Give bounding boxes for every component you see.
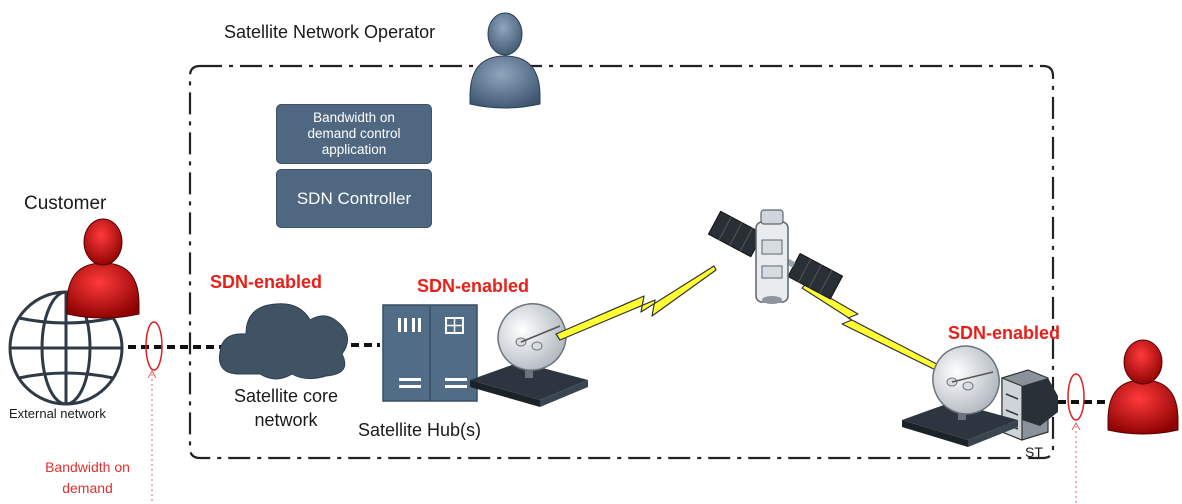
external-network-label: External network [9, 406, 106, 421]
interface-marker-customer [145, 321, 163, 371]
sdn-controller-label: SDN Controller [296, 188, 412, 208]
satellite-icon [707, 209, 844, 304]
st-label: ST [1025, 444, 1043, 460]
downlink-beam [801, 283, 957, 379]
bod-control-app-label: Bandwidth on demand control application [307, 110, 401, 157]
hub-label: Satellite Hub(s) [358, 420, 482, 440]
interface-marker-st [1067, 373, 1085, 421]
st-dish-icon [902, 345, 1018, 447]
sdn-enabled-core-label: SDN-enabled [210, 272, 323, 292]
operator-domain-boundary [188, 64, 1055, 460]
operator-label: Satellite Network Operator [224, 22, 436, 42]
core-network-label: Satellite core network [233, 386, 339, 430]
customer-user-icon [66, 218, 140, 319]
customer-label: Customer [24, 193, 107, 214]
sdn-controller-box: SDN Controller [276, 169, 432, 228]
bod-control-app-box: Bandwidth on demand control application [276, 104, 432, 164]
sdn-enabled-st-label: SDN-enabled [948, 323, 1061, 343]
st-user-icon [1107, 339, 1179, 435]
globe-icon [8, 290, 124, 406]
sdn-enabled-hub-label: SDN-enabled [417, 276, 530, 296]
bandwidth-on-demand-annotation: Bandwidth on demand [45, 459, 130, 496]
operator-user-icon [469, 12, 541, 109]
hub-rack-icon [382, 304, 478, 402]
cloud-icon [218, 303, 348, 380]
annotation-arrowhead-left [147, 369, 157, 379]
hub-dish-icon [470, 303, 588, 407]
uplink-beam [555, 265, 717, 341]
annotation-arrowhead-right [1071, 421, 1081, 431]
